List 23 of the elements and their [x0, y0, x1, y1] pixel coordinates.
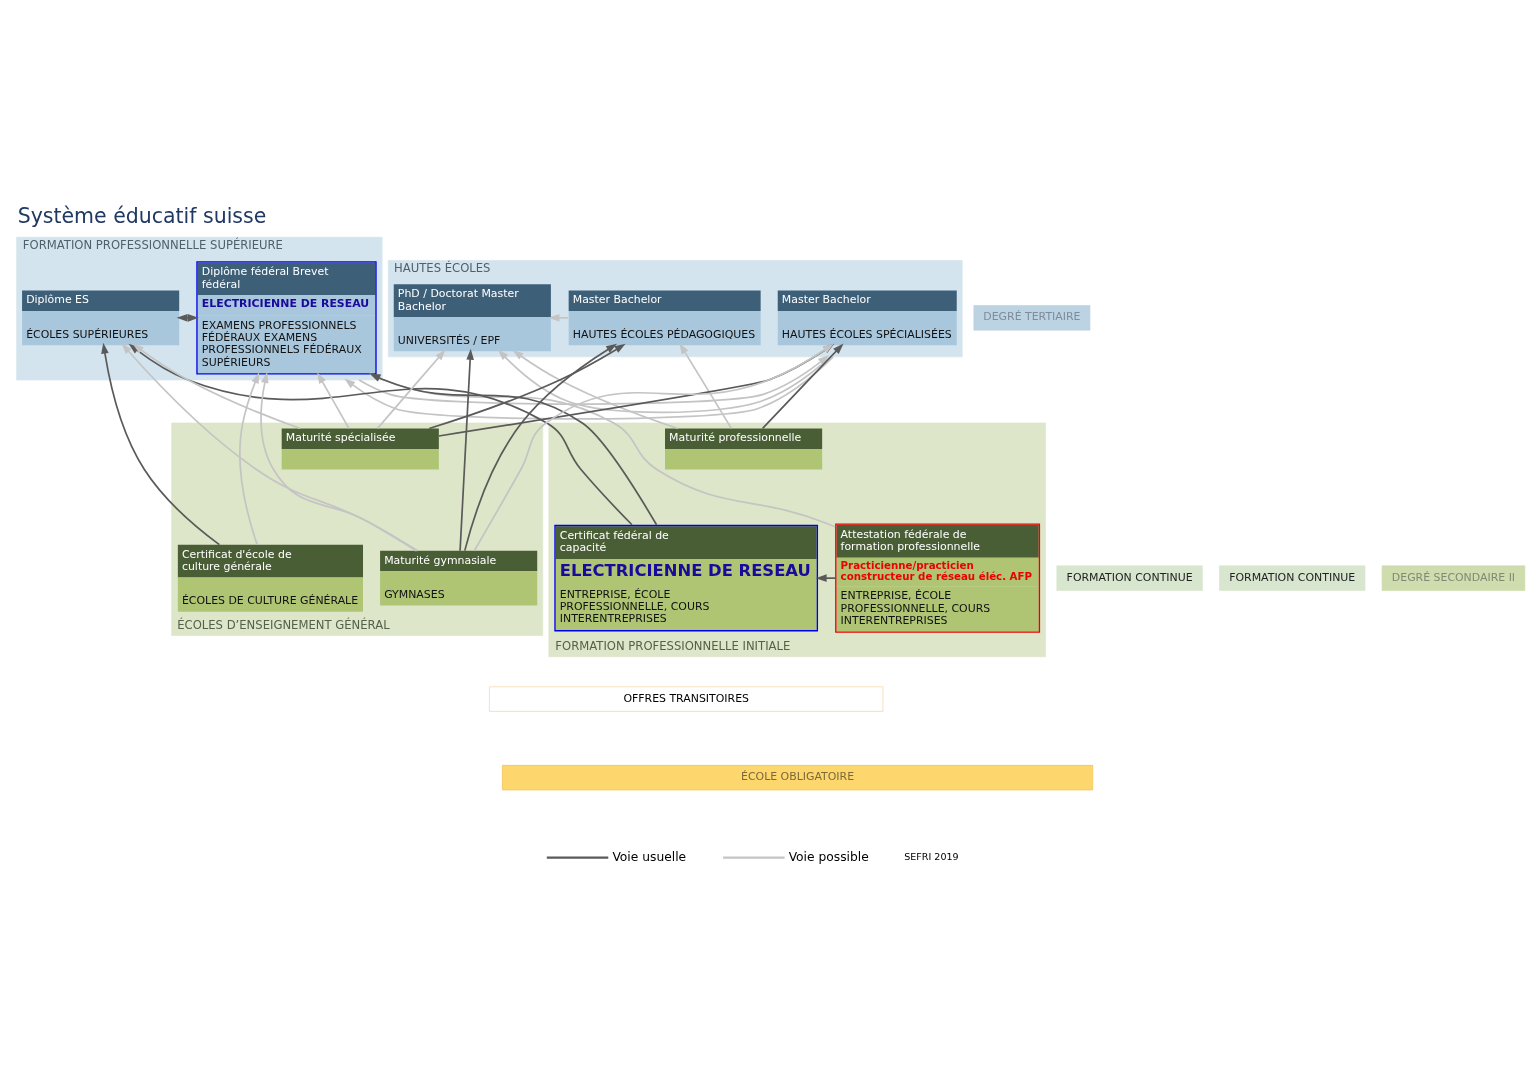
arrow — [376, 348, 446, 429]
arrow — [463, 343, 618, 551]
arrow — [679, 342, 733, 429]
legend-label: Voie possible — [788, 849, 869, 864]
arrow — [132, 343, 302, 429]
arrow — [815, 573, 836, 582]
arrow — [317, 372, 350, 429]
label: SEFRI 2019 — [904, 850, 959, 862]
legend-label: Voie usuelle — [612, 849, 687, 864]
arrow — [512, 349, 679, 429]
node-box: FORMATION CONTINUE — [1219, 565, 1366, 591]
arrow — [428, 343, 626, 429]
diagram-title: Système éducatif suisse — [17, 203, 267, 228]
node-box: OFFRES TRANSITOIRES — [489, 685, 884, 712]
arrow — [358, 354, 829, 405]
arrow — [548, 313, 569, 322]
node-box: FORMATION CONTINUE — [1056, 565, 1203, 591]
arrow — [459, 348, 474, 552]
arrow — [239, 371, 260, 545]
node-box: DEGRÉ TERTIAIRE — [973, 304, 1091, 330]
node-box: DEGRÉ SECONDAIRE II — [1381, 565, 1526, 591]
arrow — [344, 355, 834, 420]
node-box: ÉCOLE OBLIGATOIRE — [502, 764, 1094, 790]
